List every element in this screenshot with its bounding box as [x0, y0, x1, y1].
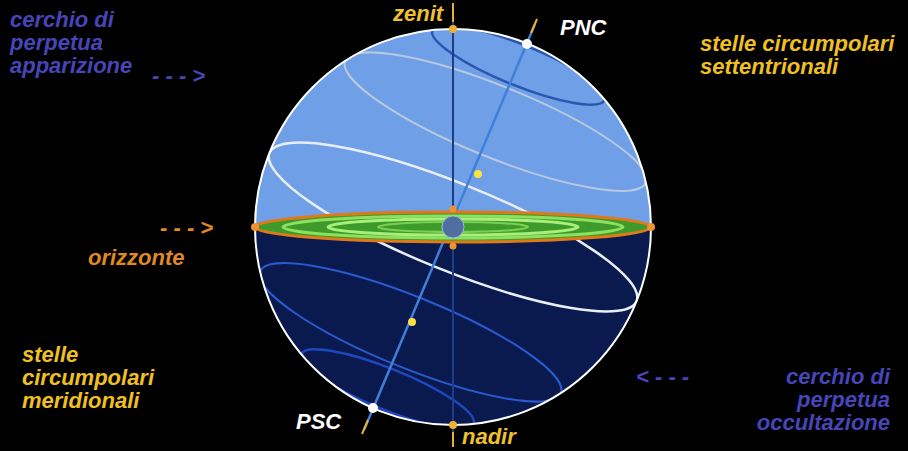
circle-label: cerchio di perpetua apparizione: [10, 8, 160, 77]
horizon-dot: [647, 223, 655, 231]
circle-label: cerchio di perpetua occultazione: [735, 365, 890, 434]
axis-dot: [408, 318, 416, 326]
celestial-parallel: [332, 28, 660, 216]
nadir-label: nadir: [462, 425, 542, 448]
axis-tick: [531, 19, 537, 33]
pointer-arrow: - - - >: [160, 216, 250, 239]
zenith-label: zenit: [393, 2, 453, 25]
region-label: stelle circumpolari settentrionali: [700, 32, 895, 78]
zenith-dot: [449, 25, 457, 33]
north-pole-dot: [522, 39, 532, 49]
earth: [442, 216, 464, 238]
horizon-dot: [450, 206, 457, 213]
horizon-ring: [283, 216, 623, 238]
horizon-dot: [450, 243, 457, 250]
nadir-tick: [452, 432, 454, 447]
horizon-dot: [251, 223, 259, 231]
celestial-parallel: [247, 238, 575, 426]
south-pole-dot: [368, 403, 378, 413]
axis-dot: [474, 170, 482, 178]
horizon-label: orizzonte: [88, 246, 208, 269]
pole-label: PNC: [560, 16, 630, 39]
zenith-tick: [452, 3, 454, 22]
pointer-arrow: - - - >: [152, 64, 282, 87]
axis-tick: [362, 420, 368, 434]
horizon-plane: [255, 212, 651, 242]
nadir-dot: [449, 421, 457, 429]
pointer-arrow: < - - -: [636, 365, 731, 388]
pole-label: PSC: [296, 410, 366, 433]
region-label: stelle circumpolari meridionali: [22, 343, 207, 412]
